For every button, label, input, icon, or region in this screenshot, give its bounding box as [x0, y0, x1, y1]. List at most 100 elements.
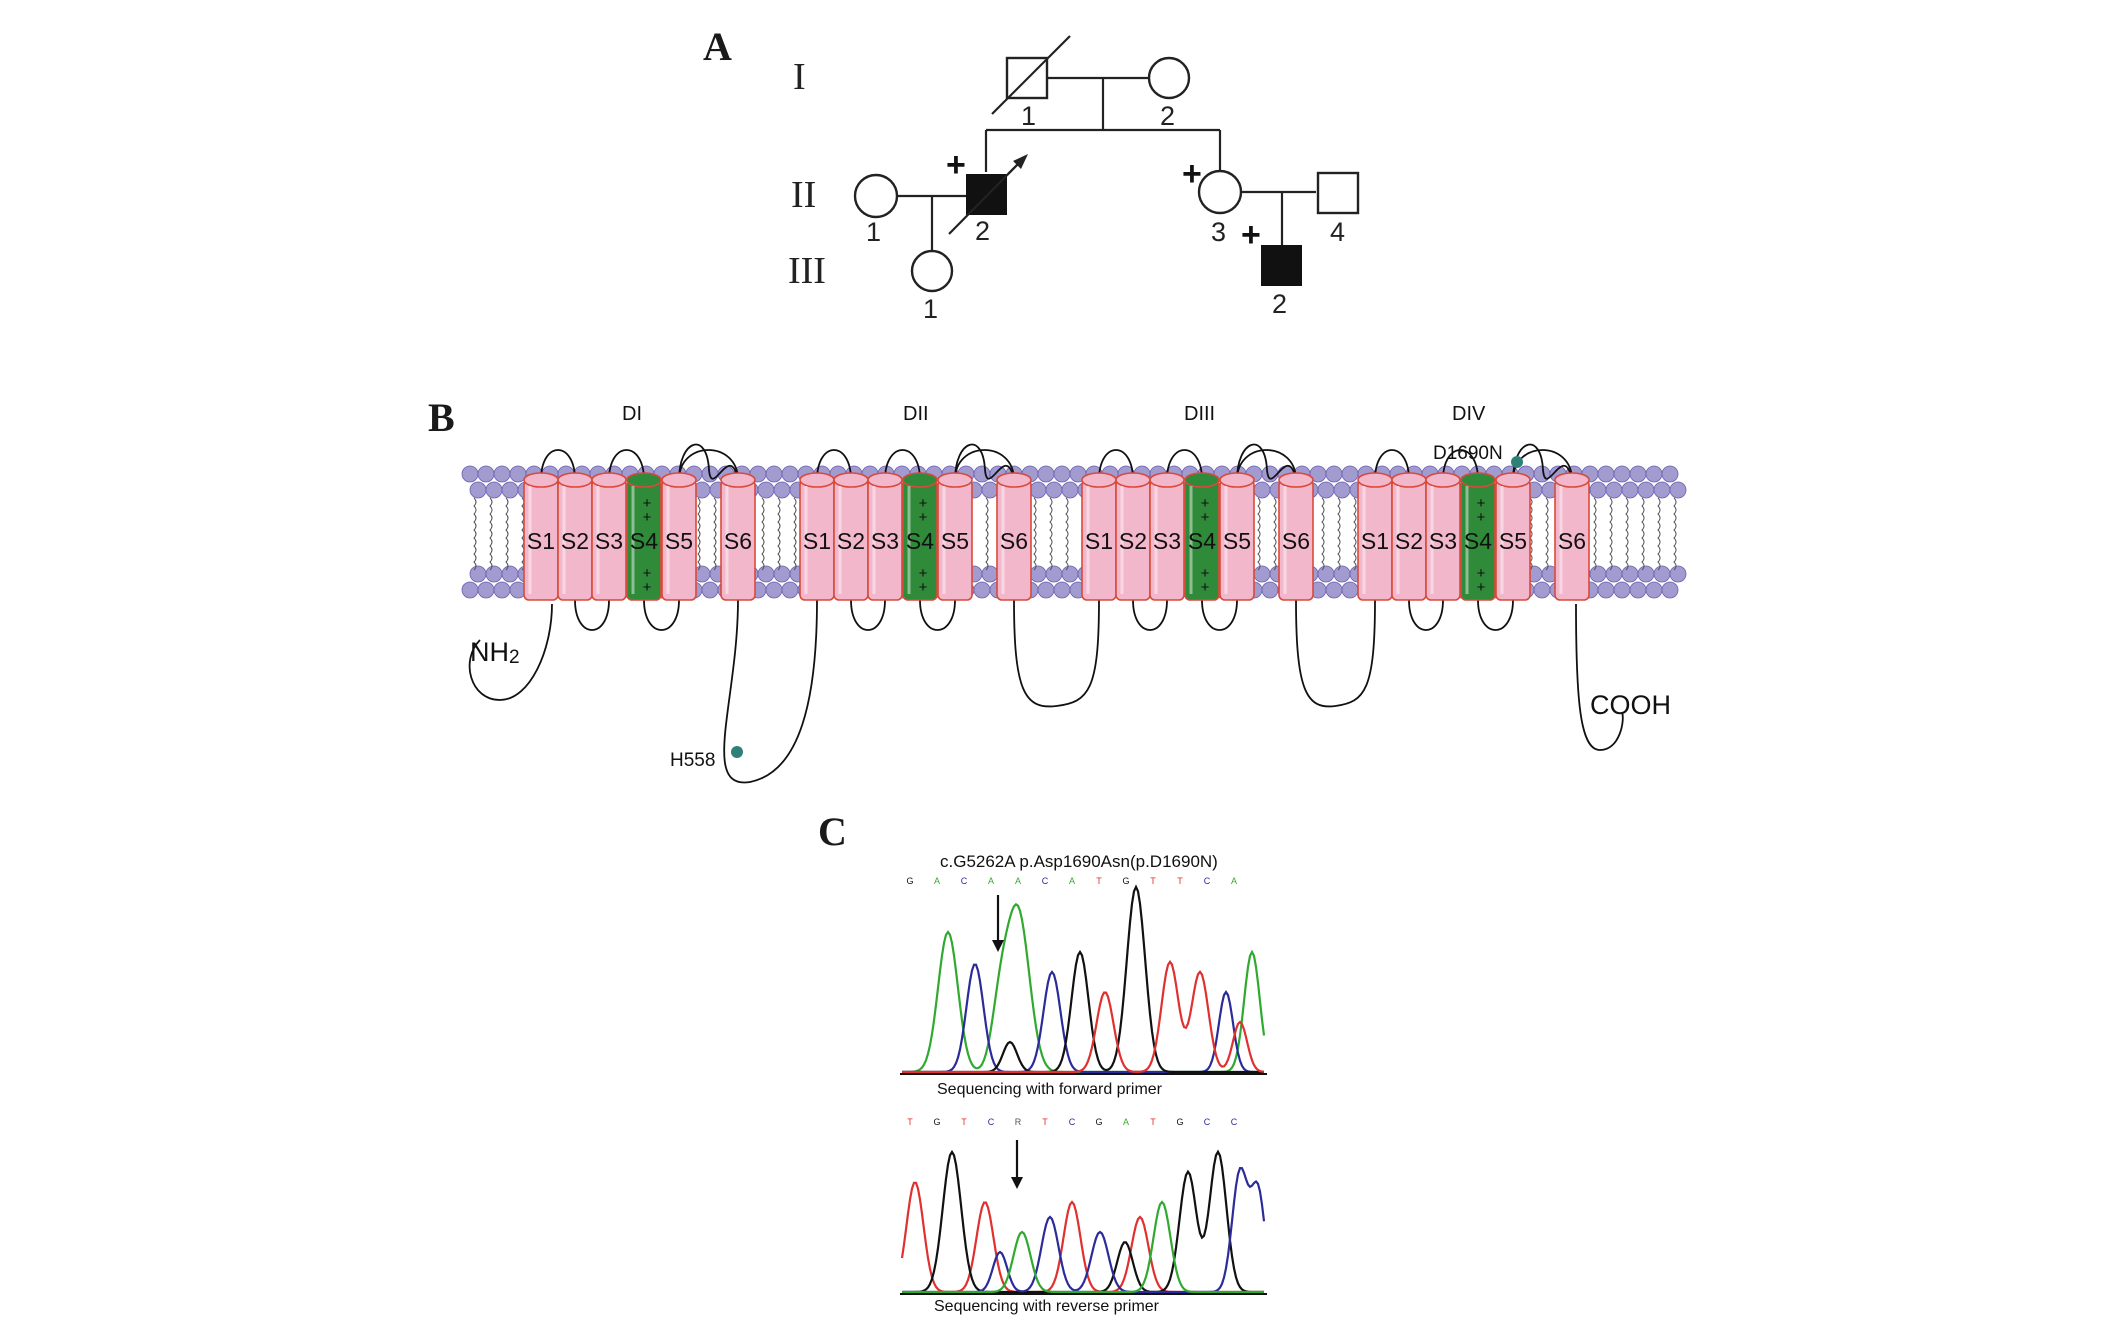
- intracellular-loop: [850, 599, 886, 631]
- generation-i-label: I: [793, 56, 806, 98]
- helix-label-d4-s4: S4: [1464, 528, 1492, 554]
- base-call: C: [1069, 1117, 1076, 1127]
- lipid-head-inner: [461, 581, 479, 599]
- helix-label-d1-s5: S5: [665, 528, 693, 554]
- base-call: G: [1095, 1117, 1102, 1127]
- extracellular-loop: [678, 449, 739, 481]
- helix-label-d1-s2: S2: [561, 528, 589, 554]
- lipid-head-outer: [1253, 481, 1271, 499]
- helix-d3-s1-cap: [1081, 472, 1117, 488]
- lipid-tail: [1529, 497, 1533, 571]
- lipid-head-inner: [1045, 565, 1063, 583]
- lipid-head-inner: [1325, 581, 1343, 599]
- lipid-head-outer: [1589, 481, 1607, 499]
- charge-plus: +: [919, 495, 928, 512]
- individual-ii3-female: [1197, 169, 1243, 215]
- helix-label-d2-s6: S6: [1000, 528, 1028, 554]
- pore-loop: [954, 443, 1015, 481]
- domain-label-dii: DII: [903, 403, 929, 425]
- helix-d2-s6-cap: [996, 472, 1032, 488]
- charge-plus: +: [643, 579, 652, 596]
- lipid-head-inner: [1533, 581, 1551, 599]
- lipid-head-inner: [493, 581, 511, 599]
- mutation-site-h558: [731, 746, 743, 758]
- lipid-tail: [1065, 497, 1069, 571]
- extracellular-loop: [1166, 449, 1203, 481]
- base-call: R: [1015, 1117, 1022, 1127]
- helix-label-d4-s3: S3: [1429, 528, 1457, 554]
- base-call: A: [1015, 876, 1021, 886]
- pedigree-panel: A I II III 1 2 1 + 2 + 3: [703, 24, 1360, 324]
- base-call: C: [988, 1117, 995, 1127]
- individual-ii4-number: 4: [1330, 217, 1345, 247]
- intracellular-loop: [1201, 599, 1238, 631]
- interdomain-linker-d2-d3: [1013, 599, 1100, 708]
- individual-ii3-number: 3: [1211, 217, 1226, 247]
- mutation-label-h558: H558: [670, 750, 715, 771]
- helix-label-d1-s1: S1: [527, 528, 555, 554]
- base-call: C: [1231, 1117, 1238, 1127]
- base-call: C: [1042, 876, 1049, 886]
- lipid-tail: [1657, 497, 1661, 571]
- lipid-head-outer: [477, 465, 495, 483]
- n-terminus-label: NH2: [470, 637, 520, 668]
- individual-iii1-female: [910, 249, 954, 293]
- lipid-head-outer: [1029, 481, 1047, 499]
- lipid-head-outer: [1669, 481, 1687, 499]
- lipid-tail: [1337, 497, 1341, 571]
- charge-plus: +: [1477, 579, 1486, 596]
- helix-label-d3-s1: S1: [1085, 528, 1113, 554]
- base-call: T: [1096, 876, 1102, 886]
- chromatogram-trace: [902, 1200, 1264, 1294]
- lipid-tail: [1257, 497, 1261, 571]
- lipid-head-inner: [701, 581, 719, 599]
- lipid-head-inner: [1253, 565, 1271, 583]
- base-call: T: [1177, 876, 1183, 886]
- lipid-head-outer: [1613, 465, 1631, 483]
- intracellular-loop: [574, 599, 610, 631]
- carrier-mark-ii3: +: [1182, 155, 1202, 193]
- base-call: T: [1150, 876, 1156, 886]
- lipid-tail: [1609, 497, 1613, 571]
- lipid-head-inner: [1669, 565, 1687, 583]
- intracellular-loop: [1477, 599, 1514, 631]
- individual-iii2-number: 2: [1272, 289, 1287, 319]
- helix-label-d2-s5: S5: [941, 528, 969, 554]
- individual-ii2-number: 2: [975, 216, 990, 246]
- proband-arrowhead: [1013, 154, 1028, 169]
- individual-i2-number: 2: [1160, 101, 1175, 131]
- individual-ii1-female: [853, 173, 899, 219]
- helix-d3-s5-cap: [1219, 472, 1255, 488]
- base-call: C: [961, 876, 968, 886]
- lipid-head-outer: [1637, 481, 1655, 499]
- lipid-head-inner: [1053, 581, 1071, 599]
- lipid-head-outer: [485, 481, 503, 499]
- helix-label-d3-s6: S6: [1282, 528, 1310, 554]
- helix-label-d3-s3: S3: [1153, 528, 1181, 554]
- c-terminus-label: COOH: [1590, 690, 1671, 720]
- lipid-head-inner: [1589, 565, 1607, 583]
- lipid-head-outer: [1597, 465, 1615, 483]
- individual-ii1-number: 1: [866, 217, 881, 247]
- extracellular-loop: [608, 449, 645, 481]
- helix-label-d4-s6: S6: [1558, 528, 1586, 554]
- lipid-tail: [1593, 497, 1597, 571]
- helix-d2-s4-cap: [902, 472, 938, 488]
- helix-d4-s1-cap: [1357, 472, 1393, 488]
- intracellular-loop: [643, 599, 680, 631]
- base-call: T: [1042, 1117, 1048, 1127]
- charge-plus: +: [1201, 565, 1210, 582]
- base-call: G: [906, 876, 913, 886]
- reverse-caption: Sequencing with reverse primer: [934, 1298, 1160, 1315]
- interdomain-linker-d1-d2: [723, 599, 818, 784]
- lipid-head-outer: [981, 481, 999, 499]
- chromatogram-trace: [902, 902, 1266, 1074]
- charge-plus: +: [919, 565, 928, 582]
- lipid-head-outer: [1605, 481, 1623, 499]
- lipid-head-outer: [1061, 481, 1079, 499]
- domain-label-div: DIV: [1452, 403, 1486, 425]
- extracellular-loop: [540, 449, 576, 481]
- lipid-head-outer: [1333, 481, 1351, 499]
- panel-c-label: C: [818, 809, 847, 854]
